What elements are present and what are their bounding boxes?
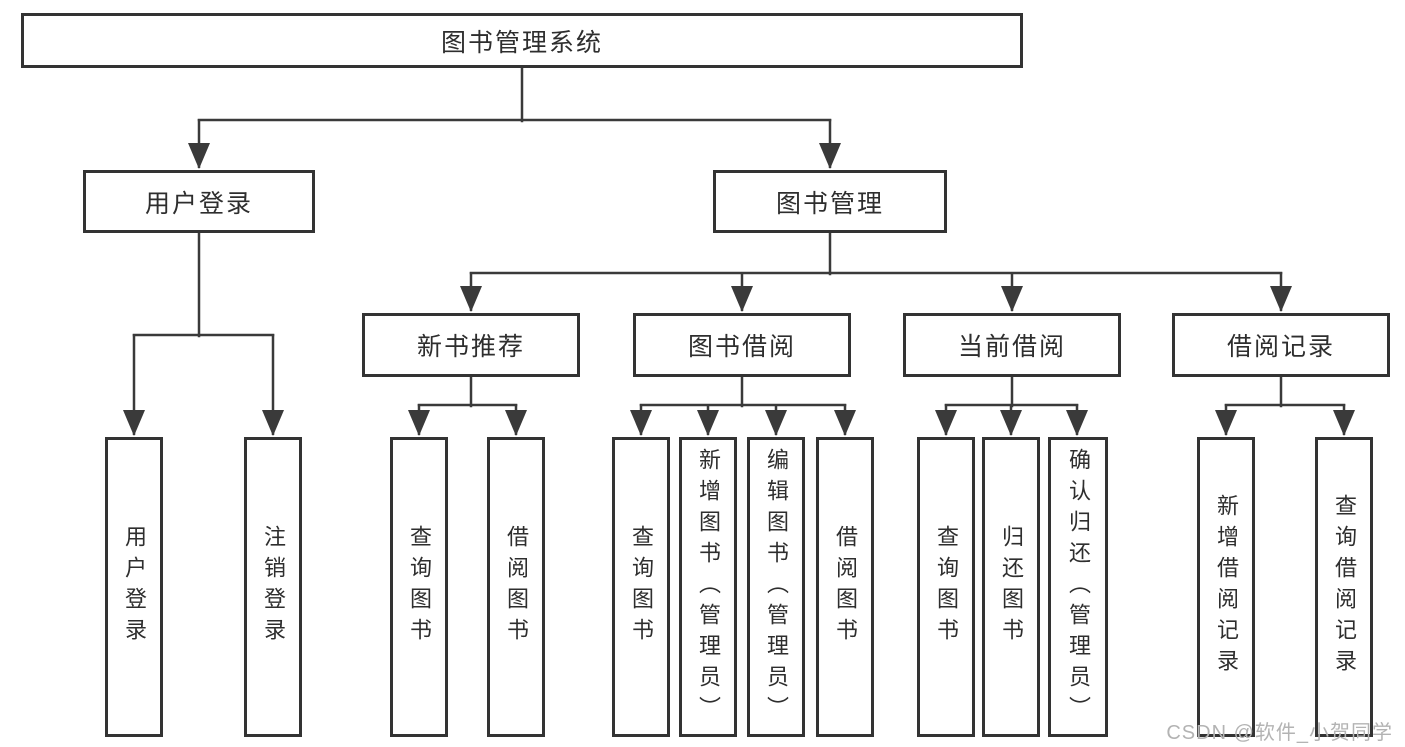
leaf-cb-query-books: 查询图书 xyxy=(917,437,975,737)
leaf-user-login-label: 用户登录 xyxy=(122,525,147,649)
leaf-nb-borrow-books-label: 借阅图书 xyxy=(504,525,529,649)
leaf-cb-confirm-return-admin: 确认归还（管理员） xyxy=(1048,437,1108,737)
node-root-label: 图书管理系统 xyxy=(440,28,603,57)
node-new-book-recommend-label: 新书推荐 xyxy=(416,333,525,361)
node-borrowing-records-label: 借阅记录 xyxy=(1226,333,1335,361)
leaf-logout-label: 注销登录 xyxy=(261,525,286,649)
node-user-login: 用户登录 xyxy=(83,170,315,233)
leaf-bb-add-books-admin-label: 新增图书（管理员） xyxy=(696,447,721,727)
leaf-nb-query-books: 查询图书 xyxy=(390,437,448,737)
node-root: 图书管理系统 xyxy=(21,13,1023,68)
leaf-nb-borrow-books: 借阅图书 xyxy=(487,437,545,737)
node-user-login-label: 用户登录 xyxy=(144,189,253,218)
leaf-br-query-record: 查询借阅记录 xyxy=(1315,437,1373,737)
leaf-bb-borrow-books: 借阅图书 xyxy=(816,437,874,737)
leaf-cb-query-books-label: 查询图书 xyxy=(934,525,959,649)
node-book-borrowing-label: 图书借阅 xyxy=(687,333,796,361)
leaf-user-login: 用户登录 xyxy=(105,437,163,737)
leaf-br-query-record-label: 查询借阅记录 xyxy=(1332,494,1357,680)
node-new-book-recommend: 新书推荐 xyxy=(362,313,580,377)
leaf-bb-query-books-label: 查询图书 xyxy=(629,525,654,649)
leaf-bb-add-books-admin: 新增图书（管理员） xyxy=(679,437,737,737)
csdn-watermark: CSDN @软件_小贺同学 xyxy=(1166,722,1393,744)
node-book-borrowing: 图书借阅 xyxy=(633,313,851,377)
leaf-bb-edit-books-admin-label: 编辑图书（管理员） xyxy=(764,447,789,727)
node-book-management: 图书管理 xyxy=(713,170,947,233)
leaf-bb-edit-books-admin: 编辑图书（管理员） xyxy=(747,437,805,737)
node-borrowing-records: 借阅记录 xyxy=(1172,313,1390,377)
leaf-cb-confirm-return-admin-label: 确认归还（管理员） xyxy=(1066,447,1091,727)
leaf-nb-query-books-label: 查询图书 xyxy=(407,525,432,649)
node-current-borrowing-label: 当前借阅 xyxy=(957,333,1066,361)
leaf-bb-query-books: 查询图书 xyxy=(612,437,670,737)
node-book-management-label: 图书管理 xyxy=(775,189,884,218)
leaf-cb-return-books-label: 归还图书 xyxy=(999,525,1024,649)
leaf-bb-borrow-books-label: 借阅图书 xyxy=(833,525,858,649)
node-current-borrowing: 当前借阅 xyxy=(903,313,1121,377)
leaf-br-add-record: 新增借阅记录 xyxy=(1197,437,1255,737)
leaf-cb-return-books: 归还图书 xyxy=(982,437,1040,737)
leaf-br-add-record-label: 新增借阅记录 xyxy=(1214,494,1239,680)
leaf-logout: 注销登录 xyxy=(244,437,302,737)
